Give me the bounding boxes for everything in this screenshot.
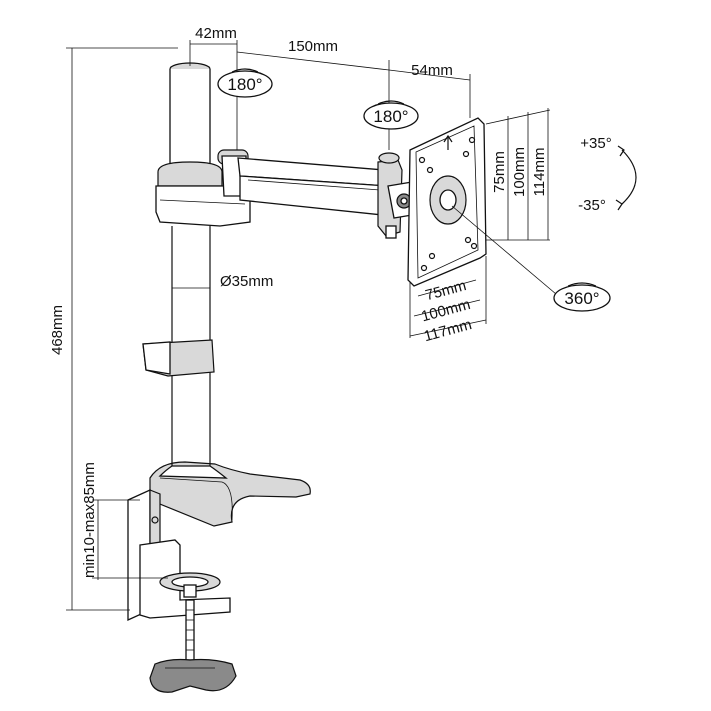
pole-swivel-badge: 180°: [217, 68, 273, 98]
tilt-down-label: -35°: [578, 197, 606, 214]
pole-diameter-label: Ø35mm: [220, 273, 273, 290]
vesa-plate: [407, 117, 487, 287]
pole: [142, 62, 251, 479]
dimension-lines: [66, 40, 637, 611]
arm: [217, 149, 419, 239]
top-offset-label: 42mm: [195, 25, 237, 42]
rotation-badge: 360°: [553, 282, 611, 312]
pole-swivel-label: 180°: [227, 75, 262, 94]
head-offset-label: 54mm: [411, 62, 453, 79]
head-swivel-label: 180°: [373, 107, 408, 126]
desk-clamp: [127, 461, 311, 693]
clamp-range-label: min10-max85mm: [81, 462, 98, 578]
rotation-label: 360°: [564, 289, 599, 308]
arm-length-label: 150mm: [288, 38, 338, 55]
vesa-100-height-label: 100mm: [511, 147, 528, 197]
tilt-up-label: +35°: [580, 135, 611, 152]
height-label: 468mm: [49, 305, 66, 355]
head-swivel-badge: 180°: [363, 100, 419, 130]
plate-114-height-label: 114mm: [531, 148, 548, 197]
vesa-75-height-label: 75mm: [491, 151, 508, 193]
